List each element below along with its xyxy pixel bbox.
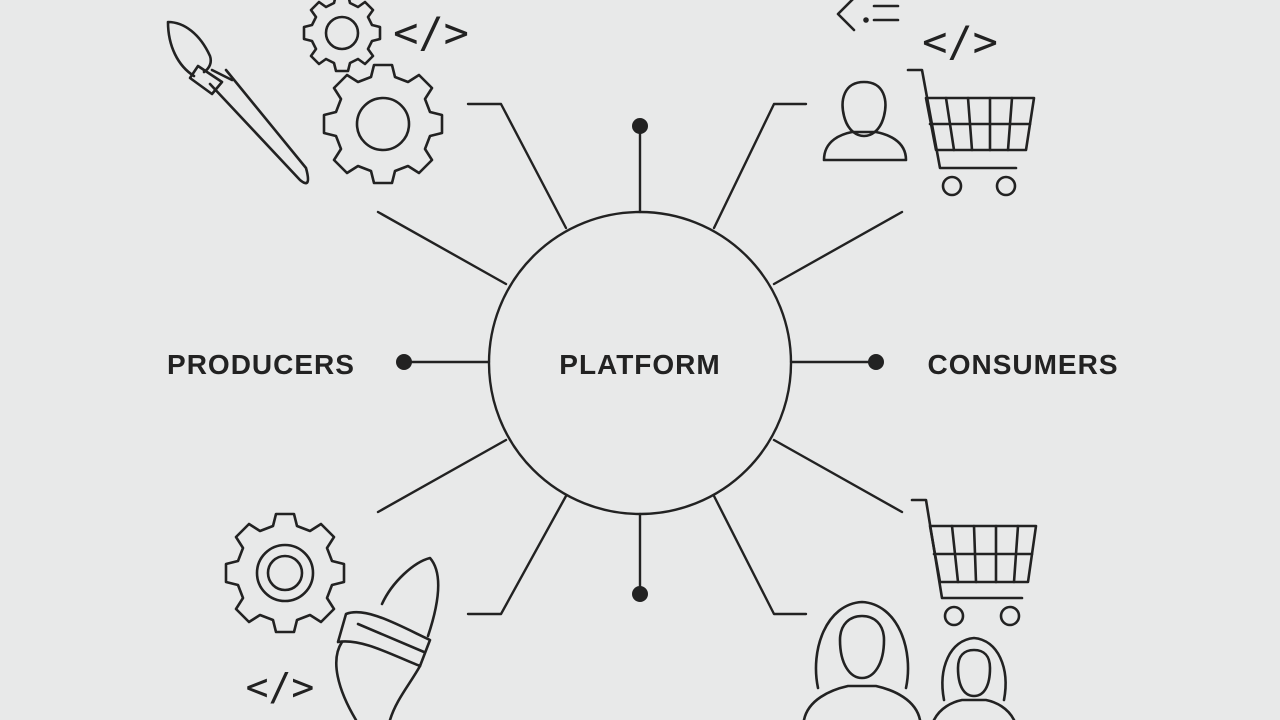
code-icon-text: </> <box>246 665 315 709</box>
code-icon-text: </> <box>922 17 998 66</box>
spoke-upper-left-b <box>376 210 508 286</box>
consumers-label: CONSUMERS <box>927 349 1118 380</box>
spoke-lower-left-a <box>376 438 508 514</box>
spoke-lower-right-a <box>772 438 904 514</box>
platform-label: PLATFORM <box>559 349 720 380</box>
spoke-upper-left-a <box>466 102 568 230</box>
spoke-lower-left-b <box>466 494 568 616</box>
spoke-upper-right-a <box>712 102 808 230</box>
shopping-cart-icon <box>906 68 1036 197</box>
spoke-top-dot <box>632 118 648 134</box>
code-icon: </> <box>393 8 469 57</box>
spoke-lower-right-b <box>712 494 808 616</box>
gear-icon <box>224 512 346 634</box>
woman-icon <box>932 636 1016 720</box>
spoke-right-dot <box>868 354 884 370</box>
code-icon: </> <box>922 17 998 66</box>
shopping-cart-icon <box>910 498 1038 627</box>
spoke-left-dot <box>396 354 412 370</box>
gear-icon <box>302 0 382 73</box>
spoke-bottom-dot <box>632 586 648 602</box>
list-icon <box>836 0 900 32</box>
paintbrush-icon <box>166 20 310 185</box>
code-icon-text: </> <box>393 8 469 57</box>
spoke-upper-right-b <box>772 210 904 286</box>
platform-hub <box>487 210 793 516</box>
woman-icon <box>802 600 922 720</box>
producers-label: PRODUCERS <box>167 349 355 380</box>
paintbrush-icon <box>335 556 440 720</box>
user-icon <box>822 80 908 162</box>
spokes <box>376 102 904 616</box>
gear-icon <box>322 63 444 185</box>
code-icon: </> <box>246 665 315 709</box>
